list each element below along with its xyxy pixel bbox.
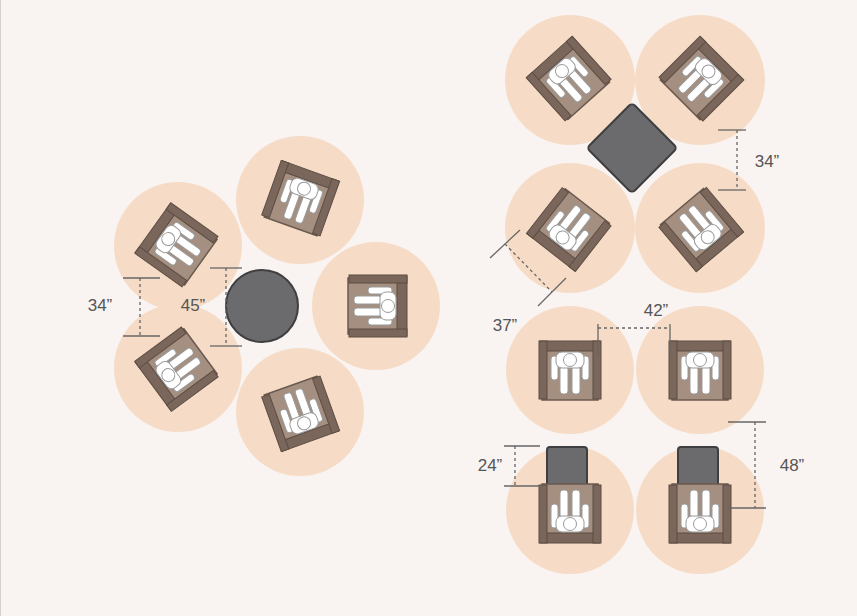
- dimension-label: 24”: [478, 457, 503, 476]
- tables: [226, 103, 718, 487]
- dimension-lines: [123, 130, 766, 508]
- page-edge: [0, 0, 1, 616]
- dimension-label: 34”: [755, 153, 780, 172]
- chairs: [135, 36, 744, 543]
- dimension-label: 48”: [780, 457, 805, 476]
- dimension-label: 37”: [493, 317, 518, 336]
- dimension-label: 45”: [181, 297, 206, 316]
- clearance-circles: [114, 15, 765, 574]
- dimension-label: 34”: [88, 297, 113, 316]
- dimension-label: 42”: [644, 302, 669, 321]
